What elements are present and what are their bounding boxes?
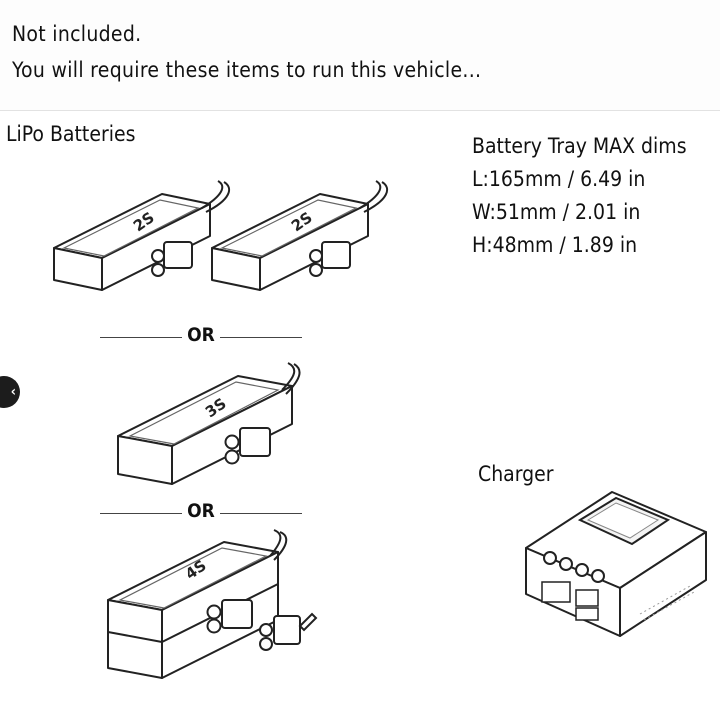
charger-title: Charger xyxy=(478,462,554,486)
chevron-left-icon: ‹ xyxy=(10,384,16,400)
charger-illustration xyxy=(525,491,707,637)
or-line xyxy=(100,513,182,514)
or-line xyxy=(100,337,182,338)
battery-4s-illustration: 4S xyxy=(107,529,318,679)
tray-dims-length: L:165mm / 6.49 in xyxy=(472,167,646,191)
or-separator-2: OR xyxy=(100,500,302,528)
battery-2s-right-illustration: 2S xyxy=(211,180,389,291)
prev-slide-button[interactable]: ‹ xyxy=(0,376,20,408)
tray-dims-width: W:51mm / 2.01 in xyxy=(472,200,641,224)
header-panel: Not included. You will require these ite… xyxy=(0,0,720,111)
or-separator-1: OR xyxy=(100,324,302,352)
or-line xyxy=(220,337,302,338)
battery-2s-left-illustration: 2S xyxy=(53,180,231,291)
header-line-2: You will require these items to run this… xyxy=(12,58,482,82)
or-label: OR xyxy=(187,324,215,346)
tray-dims-title: Battery Tray MAX dims xyxy=(472,134,687,158)
tray-dims: Battery Tray MAX dims L:165mm / 6.49 in … xyxy=(472,130,687,262)
tray-dims-height: H:48mm / 1.89 in xyxy=(472,233,638,257)
lipo-batteries-title: LiPo Batteries xyxy=(6,122,136,146)
battery-3s-illustration: 3S xyxy=(117,362,301,485)
or-label: OR xyxy=(187,500,215,522)
or-line xyxy=(220,513,302,514)
header-line-1: Not included. xyxy=(12,22,142,46)
